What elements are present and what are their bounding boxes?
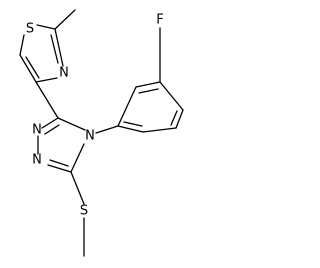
bond-ph-c4-c5-double <box>170 110 178 126</box>
bond-ph-c3-c4 <box>159 81 184 111</box>
atom-label-s-thiazole: S <box>26 22 34 37</box>
bond-c4-n3 <box>35 77 58 83</box>
bond-ph-c1-c2 <box>117 86 137 127</box>
atom-label-n-triazole-4: N <box>85 129 95 144</box>
bond-c5-c4 <box>19 54 37 83</box>
bond-c2-s1 <box>36 24 56 30</box>
molecule-drawing: F S N N N N S <box>19 9 184 257</box>
bond-c3-n4 <box>57 117 86 131</box>
bond-methyl-c2 <box>54 9 76 30</box>
bond-c5-n1-double <box>49 159 69 167</box>
structure-diagram: F S N N N N S <box>19 9 184 257</box>
bond-ph-c4-c5 <box>175 109 184 129</box>
atom-label-n-thiazole: N <box>59 66 69 81</box>
bond-ph-c5-c6 <box>142 127 177 133</box>
bond-ph-c2-c3-double <box>138 88 159 94</box>
bond-c5-n1 <box>47 164 72 173</box>
bond-c5-c4-double <box>25 56 40 79</box>
atom-label-s-thioether: S <box>80 204 88 219</box>
bond-thiazole-triazole <box>35 81 59 119</box>
bond-n2-c3 <box>41 117 59 129</box>
bond-ph-c6-c1 <box>117 125 144 133</box>
bond-ph-c6-c1-double <box>123 121 143 127</box>
bond-n3-c2 <box>54 28 64 67</box>
bond-ph-c2-c3 <box>135 81 161 88</box>
bond-s1-c5 <box>19 34 25 56</box>
bond-n2-c3-double <box>44 124 60 135</box>
bond-c5-s <box>70 171 85 205</box>
atom-label-n-triazole-1: N <box>32 153 42 168</box>
bonds <box>19 9 184 257</box>
bond-n4-c5 <box>70 143 85 173</box>
atom-labels: F S N N N N S <box>26 13 164 219</box>
atom-label-f: F <box>156 13 163 28</box>
bond-n3-c2-double <box>50 34 59 64</box>
atom-label-n-triazole-2: N <box>32 123 42 138</box>
bond-n4-phenyl <box>95 125 119 134</box>
